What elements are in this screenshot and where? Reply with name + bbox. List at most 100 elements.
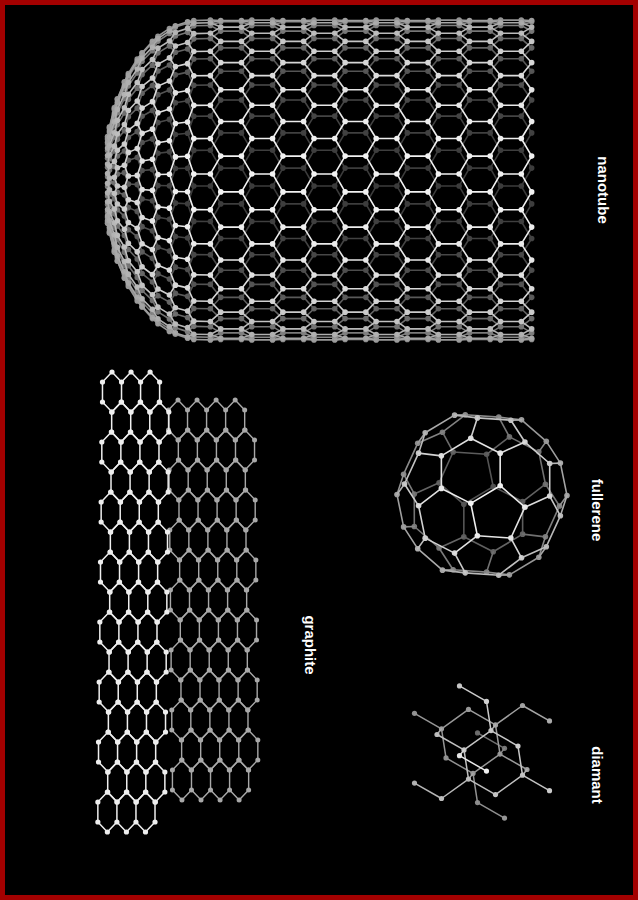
bond-line	[314, 150, 335, 152]
atom-dot	[244, 588, 249, 593]
atom-dot	[225, 608, 230, 613]
atom-dot	[243, 488, 248, 493]
atom-dot	[106, 729, 111, 734]
atom-dot	[105, 769, 110, 774]
atom-dot	[246, 728, 251, 733]
atom-dot	[144, 709, 149, 714]
bond-line	[469, 70, 490, 72]
atom-dot	[196, 518, 201, 523]
bond-line	[139, 442, 141, 462]
atom-dot	[207, 708, 212, 713]
atom-dot	[195, 458, 200, 463]
atom-dot	[225, 608, 230, 613]
bond-line	[376, 115, 397, 117]
atom-dot	[186, 528, 191, 533]
atom-dot	[164, 669, 169, 674]
atom-dot	[196, 558, 201, 563]
atom-dot	[252, 438, 257, 443]
atom-dot	[156, 459, 161, 464]
atom-dot	[116, 699, 121, 704]
atom-dot	[179, 798, 184, 803]
atom-dot	[245, 728, 250, 733]
atom-dot	[147, 469, 152, 474]
bond-line	[227, 590, 228, 610]
bond-line	[129, 472, 131, 492]
atom-dot	[243, 468, 248, 473]
atom-dot	[108, 489, 113, 494]
bond-line	[140, 382, 142, 402]
bond-line	[376, 84, 397, 86]
atom-dot	[224, 528, 229, 533]
atom-dot	[208, 728, 213, 733]
atom-dot	[188, 708, 193, 713]
atom-dot	[116, 679, 121, 684]
bond-line	[252, 38, 273, 40]
bond-line	[98, 682, 100, 702]
bond-line	[345, 132, 366, 134]
atom-dot	[244, 648, 249, 653]
bond-line	[99, 622, 101, 642]
bond-line	[248, 770, 249, 790]
bond-line	[208, 590, 209, 610]
atom-dot	[186, 468, 191, 473]
atom-dot	[196, 558, 201, 563]
atom-dot	[236, 738, 241, 743]
bond-line	[252, 308, 273, 310]
bond-line	[376, 58, 397, 60]
atom-dot	[253, 578, 258, 583]
atom-dot	[164, 609, 169, 614]
atom-dot	[143, 769, 148, 774]
atom-dot	[235, 638, 240, 643]
atom-dot	[117, 579, 122, 584]
atom-dot	[198, 698, 203, 703]
atom-dot	[145, 609, 150, 614]
atom-dot	[179, 698, 184, 703]
bond-line	[218, 620, 219, 640]
atom-dot	[244, 608, 249, 613]
atom-dot	[135, 619, 140, 624]
atom-dot	[217, 738, 222, 743]
atom-dot	[146, 489, 151, 494]
bond-line	[226, 530, 227, 550]
atom-dot	[215, 558, 220, 563]
atom-dot	[117, 559, 122, 564]
atom-dot	[156, 439, 161, 444]
atom-dot	[109, 429, 114, 434]
bond-line	[238, 740, 239, 760]
bond-line	[283, 167, 304, 169]
frame	[3, 3, 636, 898]
bond-line	[216, 440, 217, 460]
atom-dot	[188, 668, 193, 673]
bond-line	[283, 47, 304, 49]
atom-dot	[234, 578, 239, 583]
atom-dot	[136, 619, 141, 624]
bond-line	[283, 30, 304, 32]
bond-line	[469, 99, 490, 101]
atom-dot	[215, 578, 220, 583]
atom-dot	[119, 399, 124, 404]
atom-dot	[134, 739, 139, 744]
atom-dot	[125, 649, 130, 654]
bond-line	[247, 710, 248, 730]
bond-line	[138, 562, 140, 582]
atom-dot	[197, 578, 202, 583]
atom-dot	[253, 558, 258, 563]
atom-dot	[95, 799, 100, 804]
bond-line	[180, 620, 181, 640]
atom-dot	[143, 789, 148, 794]
atom-dot	[255, 678, 260, 683]
atom-dot	[108, 469, 113, 474]
atom-dot	[157, 439, 162, 444]
bond-line	[147, 592, 149, 612]
bond-line	[209, 650, 210, 670]
atom-dot	[218, 758, 223, 763]
bond-line	[119, 562, 121, 582]
atom-dot	[186, 488, 191, 493]
atom-dot	[155, 559, 160, 564]
atom-dot	[169, 708, 174, 713]
bond-line	[119, 502, 121, 522]
atom-dot	[218, 798, 223, 803]
atom-dot	[157, 399, 162, 404]
atom-dot	[236, 698, 241, 703]
